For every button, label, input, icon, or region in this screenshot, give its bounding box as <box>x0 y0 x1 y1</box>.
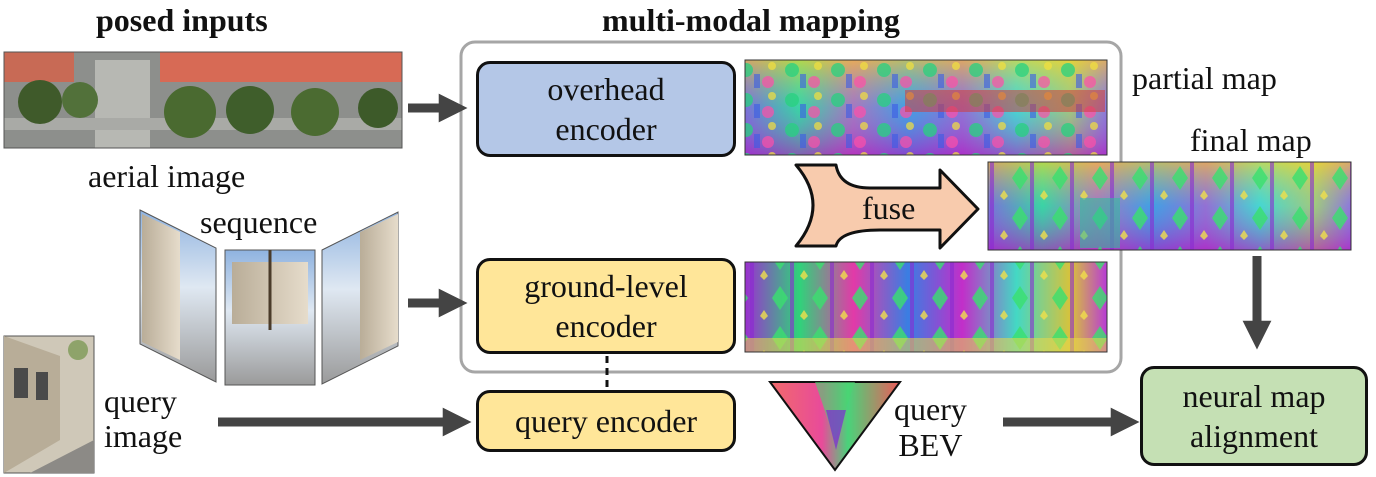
neural-map-alignment-box: neural map alignment <box>1140 366 1368 466</box>
aerial-image <box>3 51 403 149</box>
partial-map-label: partial map <box>1132 60 1277 96</box>
query-encoder-label: query encoder <box>514 403 698 439</box>
query-encoder-box: query encoder <box>476 390 736 452</box>
overhead-encoder-box: overhead encoder <box>476 61 736 157</box>
fuse-arrow <box>794 163 980 250</box>
final-feature-map <box>987 161 1352 251</box>
overhead-feature-map <box>744 59 1108 156</box>
final-map-label: final map <box>1190 122 1312 158</box>
neural-map-alignment-label: neural map alignment <box>1182 378 1326 454</box>
posed-inputs-heading: posed inputs <box>96 2 268 38</box>
street-view-sequence <box>139 209 399 386</box>
ground-level-encoder-box: ground-level encoder <box>476 258 736 354</box>
fuse-label: fuse <box>862 190 916 226</box>
ground-level-encoder-label: ground-level encoder <box>524 268 688 344</box>
sequence-label: sequence <box>200 204 318 240</box>
ground-feature-map <box>744 261 1108 353</box>
aerial-image-label: aerial image <box>88 158 246 194</box>
multi-modal-mapping-heading: multi-modal mapping <box>602 2 900 38</box>
query-image <box>3 335 95 474</box>
query-bev-triangle <box>768 381 902 472</box>
query-bev-label: query BEV <box>894 391 967 463</box>
overhead-encoder-label: overhead encoder <box>547 71 665 147</box>
query-image-label: query image <box>104 383 183 455</box>
